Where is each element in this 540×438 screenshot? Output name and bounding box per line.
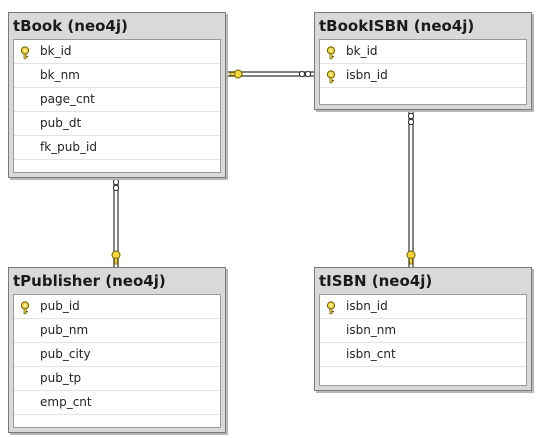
table-title: tBookISBN (neo4j)	[319, 17, 475, 35]
table-title: tISBN (neo4j)	[319, 272, 433, 290]
key-icon	[325, 69, 337, 84]
table-tbook[interactable]: tBook (neo4j) bk_id bk_nm page_cnt pub_d…	[8, 12, 226, 178]
key-icon	[325, 300, 337, 315]
column-list: isbn_id isbn_nm isbn_cnt	[319, 294, 527, 386]
column-row[interactable]: pub_dt	[14, 112, 220, 136]
key-endpoint-icon	[406, 250, 416, 265]
column-name: pub_dt	[40, 116, 82, 130]
table-title: tBook (neo4j)	[13, 17, 128, 35]
table-title: tPublisher (neo4j)	[13, 272, 166, 290]
column-list: bk_id isbn_id	[319, 39, 527, 105]
column-row[interactable]: pub_tp	[14, 367, 220, 391]
key-icon	[325, 45, 337, 60]
column-row[interactable]: pub_id	[14, 295, 220, 319]
key-icon	[19, 300, 31, 315]
relationship-tbook-tbookisbn[interactable]	[226, 69, 316, 79]
column-name: fk_pub_id	[40, 140, 97, 154]
column-row[interactable]: isbn_id	[320, 64, 526, 88]
column-row[interactable]: isbn_id	[320, 295, 526, 319]
key-endpoint-icon	[111, 250, 121, 265]
column-row[interactable]: bk_id	[14, 40, 220, 64]
column-row[interactable]: bk_id	[320, 40, 526, 64]
column-name: emp_cnt	[40, 395, 92, 409]
column-row[interactable]: isbn_nm	[320, 319, 526, 343]
column-row[interactable]: pub_city	[14, 343, 220, 367]
column-name: pub_id	[40, 299, 80, 313]
column-row[interactable]: emp_cnt	[14, 391, 220, 415]
column-row[interactable]: isbn_cnt	[320, 343, 526, 367]
column-name: page_cnt	[40, 92, 95, 106]
infinity-endpoint-icon	[407, 112, 415, 126]
column-row[interactable]: fk_pub_id	[14, 136, 220, 160]
column-name: bk_id	[40, 44, 72, 58]
column-name: isbn_id	[346, 68, 388, 82]
relationship-tisbn-tbookisbn[interactable]	[406, 110, 416, 268]
column-row[interactable]: bk_nm	[14, 64, 220, 88]
column-list: pub_id pub_nm pub_city pub_tp emp_cnt	[13, 294, 221, 428]
column-name: isbn_cnt	[346, 347, 396, 361]
infinity-endpoint-icon	[298, 70, 312, 78]
relationship-tpublisher-tbook[interactable]	[111, 178, 121, 268]
column-name: pub_tp	[40, 371, 82, 385]
column-row[interactable]: pub_nm	[14, 319, 220, 343]
key-icon	[19, 45, 31, 60]
column-row[interactable]: page_cnt	[14, 88, 220, 112]
table-tbookisbn[interactable]: tBookISBN (neo4j) bk_id isbn_id	[314, 12, 532, 110]
column-name: pub_nm	[40, 323, 89, 337]
table-tisbn[interactable]: tISBN (neo4j) isbn_id isbn_nm isbn_cnt	[314, 267, 532, 391]
column-name: isbn_id	[346, 299, 388, 313]
column-name: isbn_nm	[346, 323, 397, 337]
table-tpublisher[interactable]: tPublisher (neo4j) pub_id pub_nm pub_cit…	[8, 267, 226, 433]
column-name: bk_nm	[40, 68, 80, 82]
key-endpoint-icon	[229, 69, 243, 79]
column-list: bk_id bk_nm page_cnt pub_dt fk_pub_id	[13, 39, 221, 173]
infinity-endpoint-icon	[112, 178, 120, 192]
column-name: bk_id	[346, 44, 378, 58]
column-name: pub_city	[40, 347, 91, 361]
